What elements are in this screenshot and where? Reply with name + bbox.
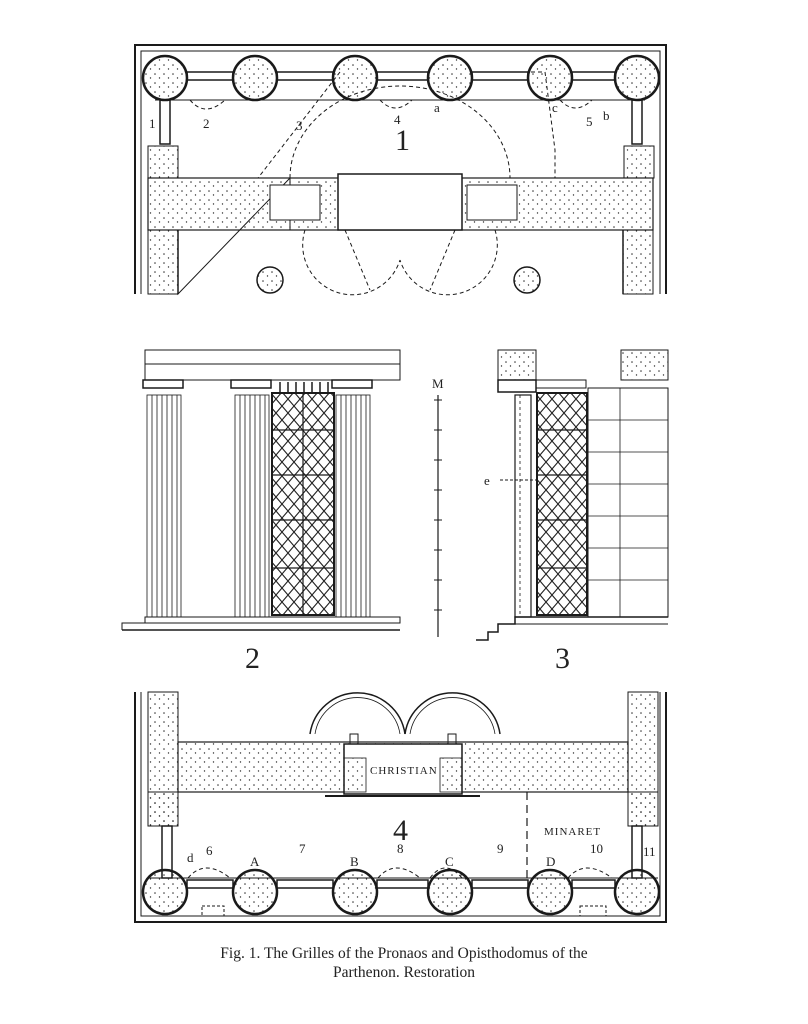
figure-caption-line-2: Parthenon. Restoration (332, 964, 476, 981)
figure-caption-line-1: Fig. 1. The Grilles of the Pronaos and O… (220, 945, 588, 962)
label-e: e (484, 473, 490, 488)
parthenon-grilles-plate: 1 1 2 3 4 a c 5 b (121, 44, 669, 923)
panel-2-elevation (121, 349, 401, 631)
label-minaret: MINARET (544, 826, 601, 838)
panel-4-columns (141, 868, 661, 916)
svg-text:10: 10 (590, 841, 603, 856)
svg-text:D: D (546, 854, 555, 869)
scale-bar (434, 395, 442, 637)
svg-text:A: A (250, 854, 260, 869)
svg-text:c: c (552, 100, 558, 115)
scale-label: M (432, 376, 444, 391)
svg-text:a: a (434, 100, 440, 115)
panel-4-number: 4 (393, 814, 408, 847)
svg-text:3: 3 (296, 118, 303, 133)
svg-text:b: b (603, 108, 610, 123)
panel-2-number: 2 (245, 642, 260, 675)
svg-text:d: d (187, 850, 194, 865)
svg-text:7: 7 (299, 841, 306, 856)
panel-4-opisthodomus-plan (134, 691, 667, 923)
panel-3-section (476, 349, 669, 641)
svg-text:C: C (445, 854, 454, 869)
panel-1-pronaos-plan (134, 44, 667, 296)
svg-text:9: 9 (497, 841, 504, 856)
svg-text:2: 2 (203, 116, 210, 131)
label-christian: CHRISTIAN (370, 765, 438, 777)
panel-1-labels: 1 1 2 3 4 a c 5 b (149, 100, 610, 157)
svg-text:B: B (350, 854, 359, 869)
panel-4-labels: 4 CHRISTIAN MINARET d 6 A 7 B 8 C 9 D 10… (187, 765, 656, 869)
svg-text:6: 6 (206, 843, 213, 858)
panel-3-number: 3 (555, 642, 570, 675)
svg-text:8: 8 (397, 841, 404, 856)
panel-1-columns (141, 54, 661, 102)
panel-1-number: 1 (395, 124, 410, 157)
svg-text:5: 5 (586, 114, 593, 129)
svg-text:4: 4 (394, 112, 401, 127)
svg-text:11: 11 (643, 844, 656, 859)
svg-text:1: 1 (149, 116, 156, 131)
